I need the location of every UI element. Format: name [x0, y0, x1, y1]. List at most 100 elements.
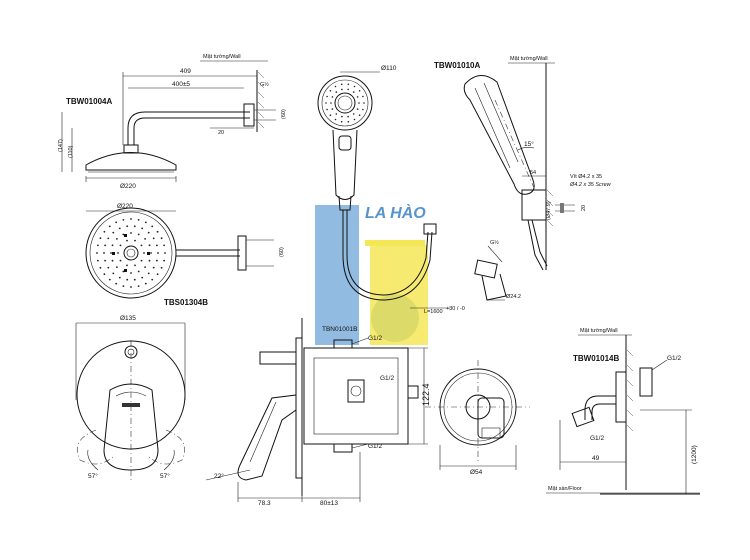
valve-g-mid: G1/2	[380, 375, 394, 382]
head-shower-wall-label: Mặt tường/Wall	[203, 54, 241, 60]
elbow-dim-49: 49	[592, 455, 600, 462]
nozzle-dot	[347, 120, 350, 123]
nozzle-dot	[104, 244, 106, 247]
nozzle-dot	[140, 244, 143, 247]
nozzle-dot	[111, 244, 114, 247]
elbow-g-in: G1/2	[590, 435, 604, 442]
nozzle-dot	[115, 282, 118, 285]
nozzle-dot	[97, 244, 99, 247]
nozzle-dot	[103, 252, 105, 254]
hand-shower-dim-hose-tol: +30 / -0	[446, 306, 465, 312]
nozzle-dot	[335, 91, 338, 93]
holder-dim-15: 15°	[524, 140, 534, 148]
nozzle-dot	[151, 278, 154, 281]
nozzle-dot	[156, 273, 159, 276]
nozzle-dot	[116, 266, 118, 268]
head-top-dim-diam: Ø220	[117, 203, 133, 210]
wall-elbow-side-view: Mặt tường/Wall TBW01014B G1/2 G1/2 49 (1…	[546, 328, 700, 495]
nozzle-dot	[150, 252, 152, 254]
nozzle-dot	[331, 96, 334, 98]
nozzle-dot	[147, 231, 150, 234]
nozzle-dot	[160, 237, 163, 240]
nozzle-dot	[151, 225, 154, 228]
holder-code: TBW01010A	[434, 61, 480, 70]
nozzle-dot	[329, 90, 332, 92]
nozzle-dot	[118, 276, 121, 279]
nozzle-dot	[133, 278, 136, 281]
holder-dim-24: Ø24.2	[506, 294, 521, 300]
nozzle-dot	[126, 239, 128, 242]
head-shower-dim-thread: G½	[260, 81, 269, 88]
nozzle-dot	[334, 118, 337, 121]
nozzle-dot	[130, 272, 132, 274]
head-shower-top-view: Ø220 (60)	[85, 203, 285, 299]
nozzle-dot	[133, 225, 136, 228]
nozzle-dot	[112, 231, 115, 234]
nozzle-dot	[137, 219, 140, 221]
nozzle-dot	[137, 270, 140, 273]
valve-g-bottom: G1/2	[368, 443, 382, 450]
nozzle-dot	[103, 273, 106, 276]
elbow-floor-label: Mặt sàn/Floor	[548, 486, 582, 492]
nozzle-dot	[144, 221, 147, 224]
nozzle-dot	[352, 113, 355, 115]
nozzle-dot	[119, 244, 122, 247]
head-shower-dim-height-110: (110)	[68, 145, 74, 158]
hand-nozzle-pattern	[325, 83, 365, 123]
nozzle-dot	[144, 238, 147, 240]
holder-dim-54: 54	[530, 170, 536, 176]
nozzle-dot	[363, 102, 365, 104]
nozzle-dot	[331, 108, 334, 110]
nozzle-dot	[96, 252, 98, 254]
nozzle-dot	[163, 244, 166, 247]
nozzle-dot	[362, 108, 364, 111]
head-nozzle-pattern	[96, 218, 166, 288]
mixer-dim-diam: Ø135	[120, 315, 136, 322]
nozzle-dot	[148, 259, 151, 262]
elbow-g-out: G1/2	[667, 355, 681, 362]
nozzle-dot	[353, 85, 356, 88]
nozzle-dot	[143, 252, 145, 254]
head-shower-dim-height-147: (147)	[58, 139, 64, 152]
head-shower-dim-arm: 400±5	[172, 81, 190, 88]
nozzle-dot	[122, 233, 125, 236]
nozzle-dot	[164, 252, 166, 254]
mixer-dim-80: 80±13	[320, 500, 338, 507]
nozzle-dot	[326, 95, 328, 98]
nozzle-dot	[134, 239, 136, 242]
nozzle-dot	[347, 88, 349, 91]
nozzle-dot	[111, 259, 114, 262]
elbow-code: TBW01014B	[573, 354, 619, 363]
nozzle-dot	[122, 270, 125, 273]
nozzle-dot	[156, 259, 158, 262]
valve-dim-height: 122.4	[421, 383, 431, 406]
nozzle-dot	[130, 286, 132, 288]
nozzle-dot	[126, 225, 129, 228]
hand-shower-dim-diam: Ø110	[381, 65, 397, 72]
mixer-faceplate: TBS01304B Ø135 57° 57°	[75, 298, 208, 480]
head-shower-dim-total: 409	[180, 68, 191, 75]
nozzle-dot	[152, 237, 155, 240]
nozzle-dot	[341, 115, 343, 118]
nozzle-dot	[107, 237, 110, 240]
nozzle-dot	[134, 264, 136, 267]
nozzle-dot	[352, 91, 355, 93]
valve-g-top: G1/2	[368, 335, 382, 342]
nozzle-dot	[358, 102, 360, 104]
watermark-text: LA HÀO	[365, 203, 426, 222]
mixer-dim-22: 22°	[214, 472, 224, 480]
nozzle-dot	[358, 90, 361, 92]
nozzle-dot	[347, 83, 350, 86]
nozzle-dot	[347, 115, 349, 118]
nozzle-dot	[118, 227, 121, 230]
holder-dim-thread: G½	[490, 239, 499, 246]
mixer-dim-angle-right: 57°	[160, 472, 170, 480]
valve-code: TBN01001B	[322, 326, 357, 333]
nozzle-dot	[356, 108, 359, 110]
outlet-dim-diam: Ø54	[470, 469, 483, 476]
nozzle-dot	[140, 259, 143, 262]
nozzle-dot	[326, 108, 328, 111]
nozzle-dot	[335, 113, 338, 115]
nozzle-dot	[141, 227, 144, 230]
elbow-dim-1200: (1200)	[691, 445, 698, 464]
